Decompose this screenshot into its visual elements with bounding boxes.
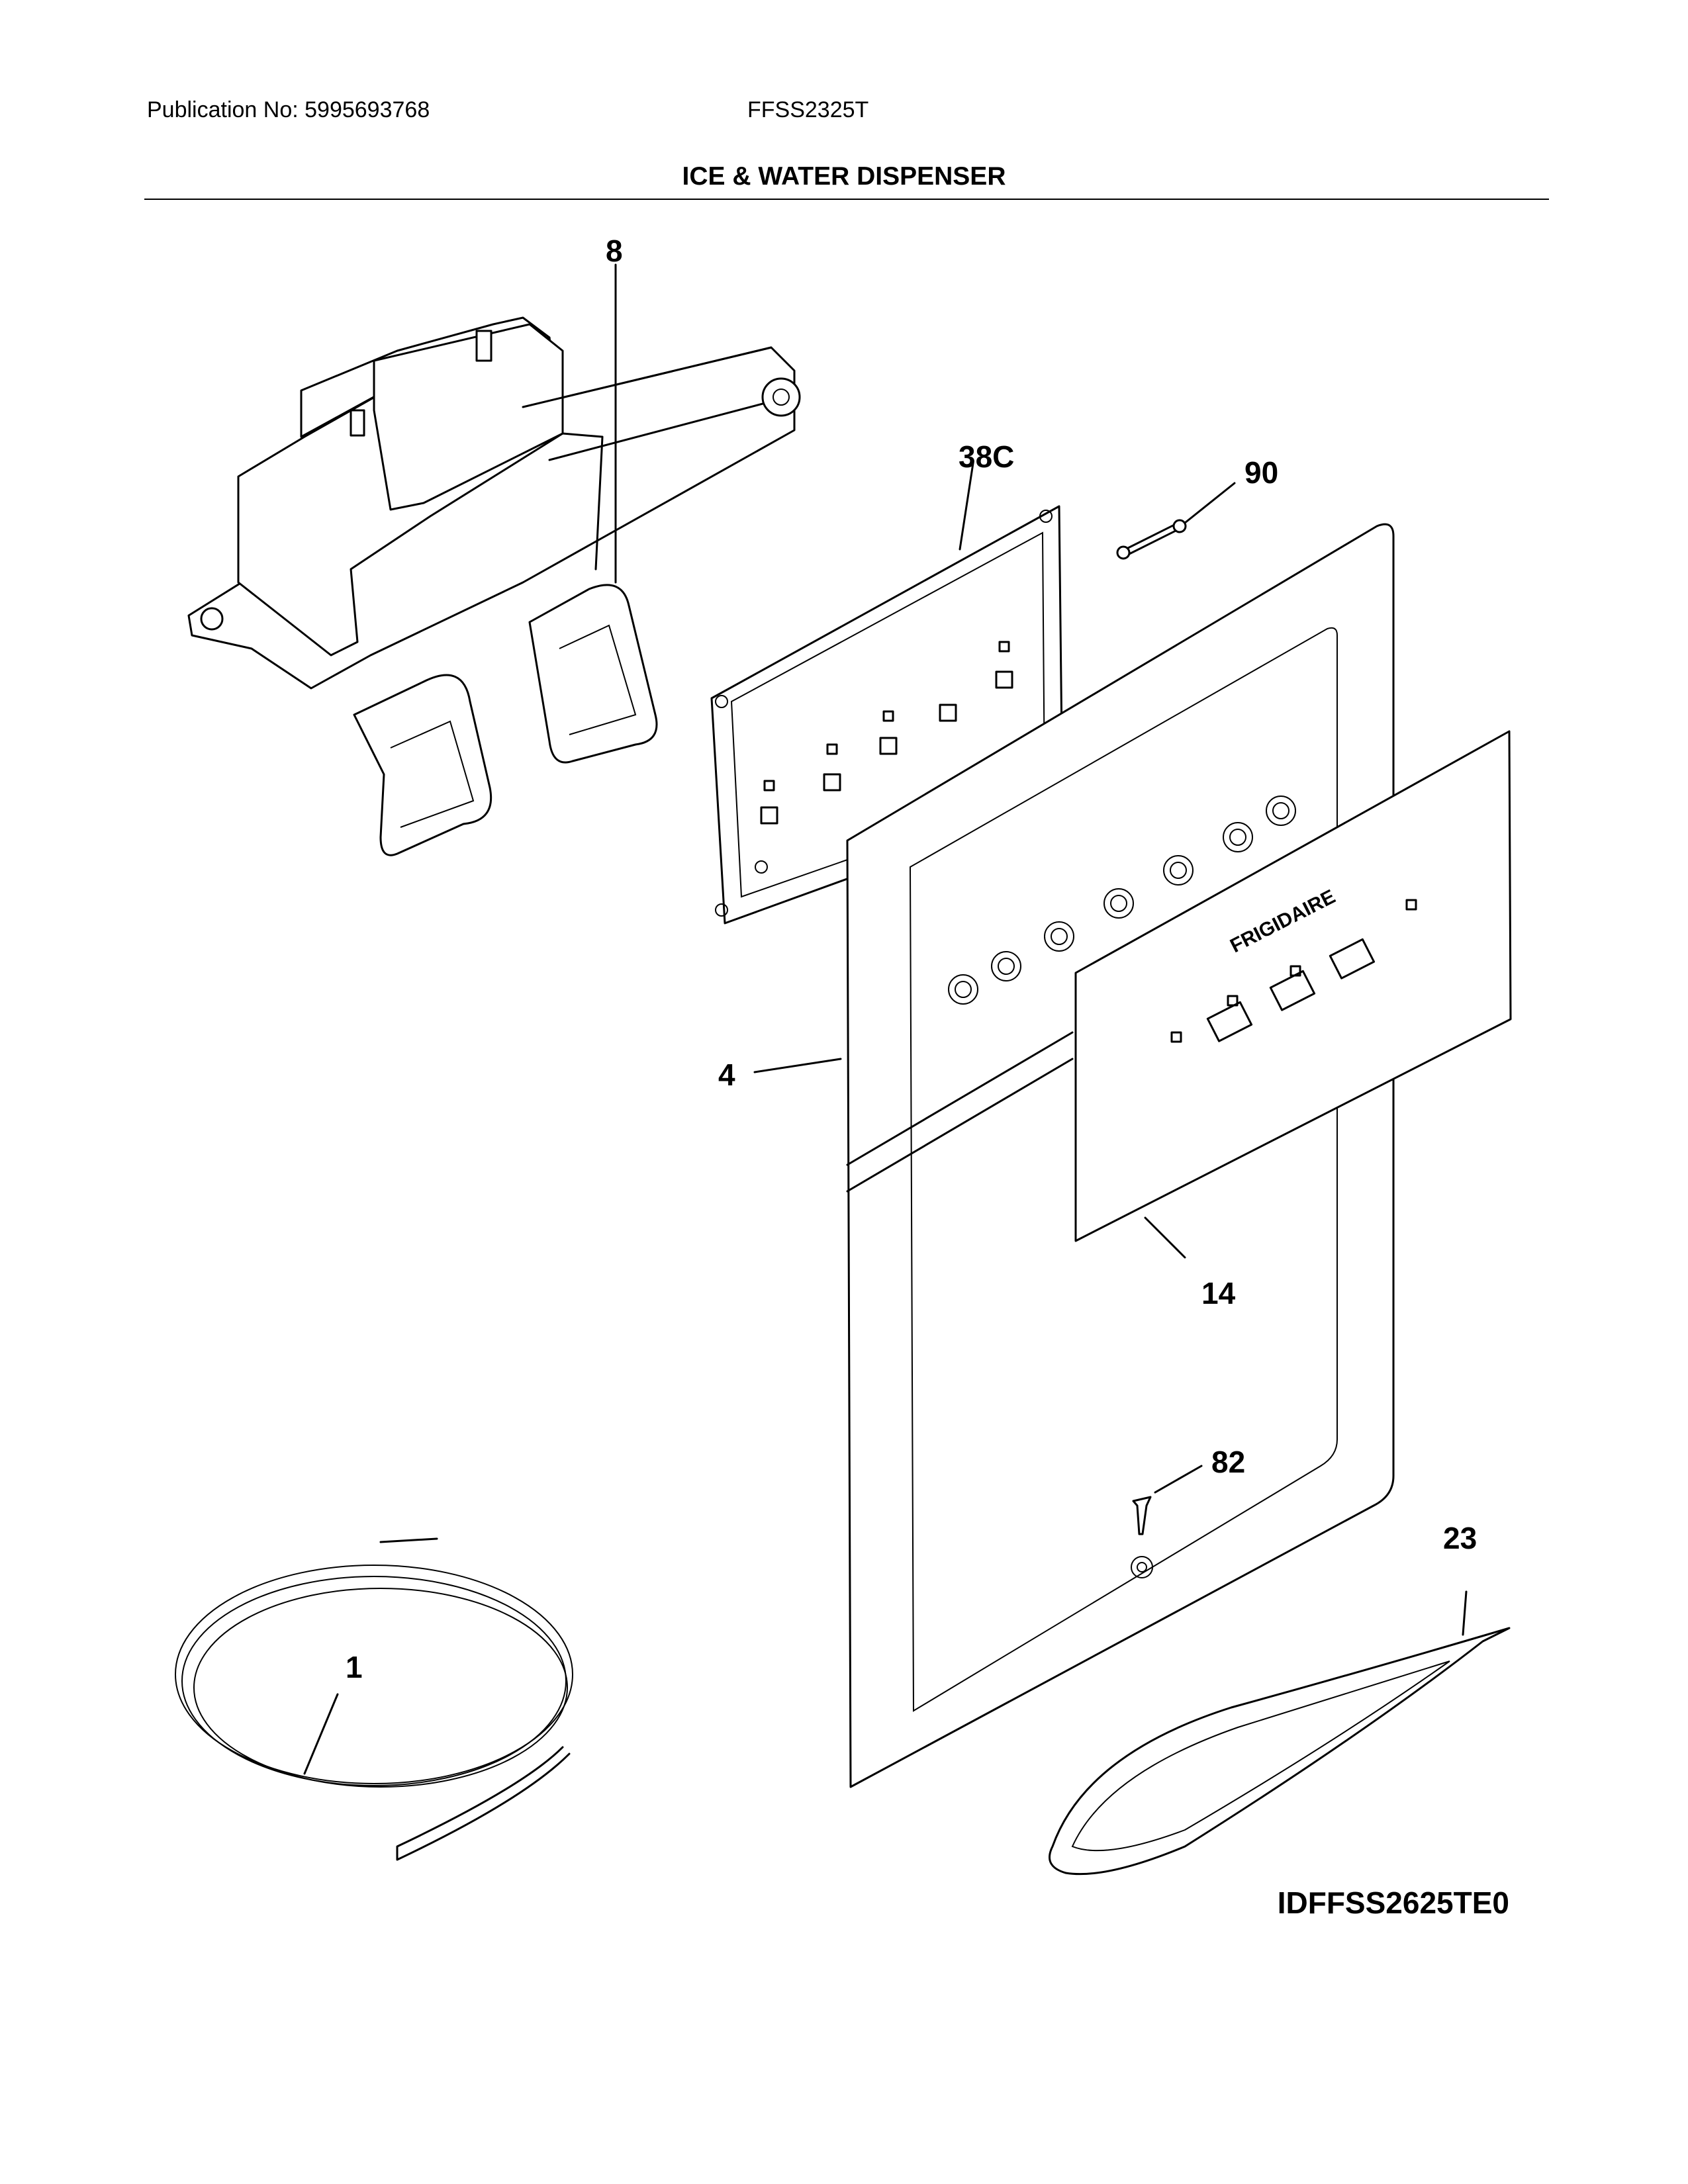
callout-38c: 38C [959,439,1014,474]
part-82-screw [1132,1465,1203,1535]
callout-23: 23 [1443,1521,1477,1555]
diagram-identifier: IDFFSS2625TE0 [1277,1886,1509,1920]
callout-8: 8 [606,234,623,268]
part-90-clip [1116,482,1236,560]
callout-82: 82 [1211,1445,1245,1479]
model-number: FFSS2325T [747,97,869,122]
part-1-tubing [175,1537,573,1861]
callout-90: 90 [1244,455,1278,490]
callout-1: 1 [346,1650,363,1684]
page-title: ICE & WATER DISPENSER [682,162,1006,191]
callout-14: 14 [1201,1276,1236,1310]
part-8-actuator-assembly [187,263,801,856]
housing-button-row [948,796,1296,1005]
header-rule [144,199,1549,200]
part-14-control-overlay: FRIGIDAIRE [1074,730,1512,1259]
part-23-drip-tray [1049,1590,1511,1876]
publication-number: Publication No: 5995693768 [147,97,430,122]
callout-4: 4 [718,1058,735,1092]
